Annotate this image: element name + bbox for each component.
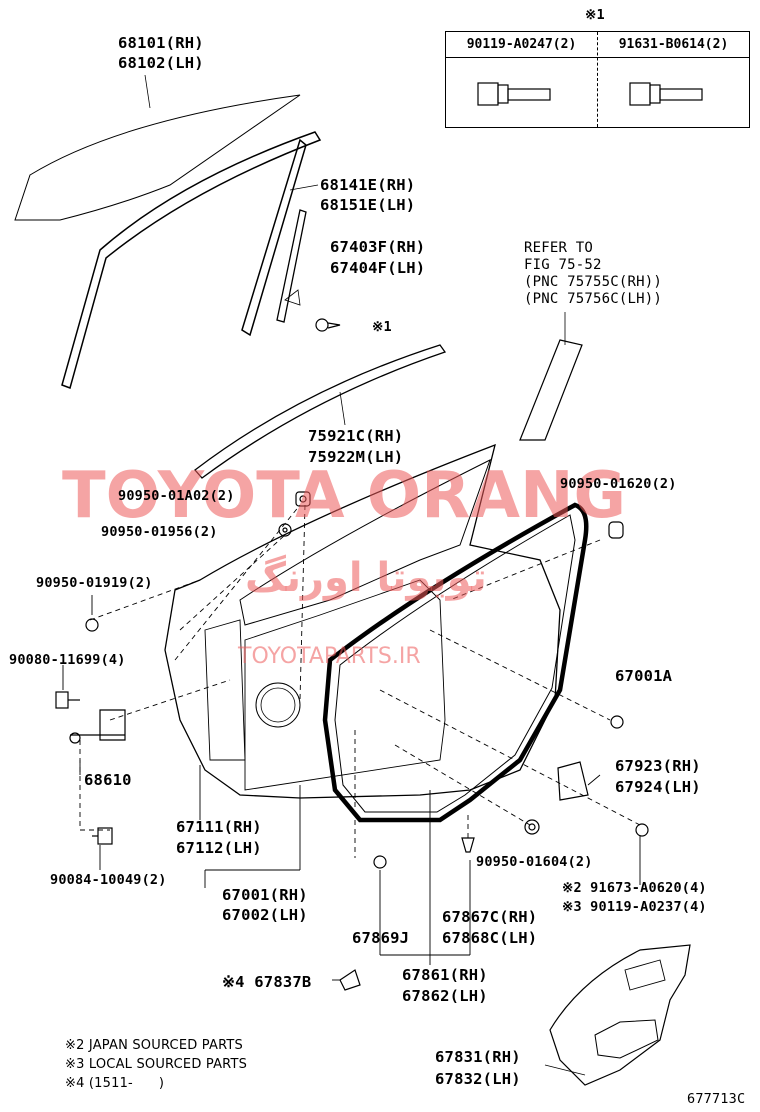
screw-icon	[315, 318, 341, 332]
service-hole-cover	[549, 944, 691, 1086]
clip-icon	[295, 491, 311, 507]
speaker-hole	[255, 682, 301, 728]
label-67002: 67002(LH)	[222, 906, 308, 924]
label-68610: 68610	[84, 771, 132, 789]
label-90084-10049: 90084-10049(2)	[50, 872, 167, 888]
door-panel	[164, 443, 561, 799]
label-67001a: 67001A	[615, 667, 673, 685]
label-75921: 75921C(RH)	[308, 427, 404, 445]
label-67404: 67404F(LH)	[330, 259, 426, 277]
table-note-mark: ※1	[585, 7, 605, 23]
label-67112: 67112(LH)	[176, 839, 262, 857]
bolt-icon	[629, 82, 703, 106]
note-date: ※4 (1511- )	[65, 1076, 165, 1091]
label-90950-01956: 90950-01956(2)	[101, 524, 218, 540]
clip-icon	[278, 523, 292, 537]
label-67924: 67924(LH)	[615, 778, 701, 796]
label-67403: 67403F(RH)	[330, 238, 426, 256]
note-local: ※3 LOCAL SOURCED PARTS	[65, 1057, 248, 1072]
label-75922: 75922M(LH)	[308, 448, 404, 466]
bolt-icon	[635, 823, 649, 837]
watermark-arabic: تویوتا اورنگ	[245, 555, 487, 601]
refer-line2: FIG 75-52	[524, 257, 602, 273]
plug-icon	[339, 969, 361, 991]
label-68102: 68102(LH)	[118, 54, 204, 72]
table-col1: 90119-A0247(2)	[466, 37, 577, 52]
clip-icon	[85, 618, 99, 632]
clip-icon	[461, 837, 475, 853]
door-weatherstrip	[322, 502, 589, 823]
label-91673: ※2 91673-A0620(4)	[562, 880, 707, 896]
label-90950-01a02: 90950-01A02(2)	[118, 488, 235, 504]
label-68101: 68101(RH)	[118, 34, 204, 52]
clip-icon	[373, 855, 387, 869]
label-67832: 67832(LH)	[435, 1070, 521, 1088]
label-67837: ※4 67837B	[222, 973, 312, 991]
refer-line1: REFER TO	[524, 240, 594, 256]
label-90080-11699: 90080-11699(4)	[9, 652, 126, 668]
label-90950-01604: 90950-01604(2)	[476, 854, 593, 870]
label-67862: 67862(LH)	[402, 987, 488, 1005]
label-67861: 67861(RH)	[402, 966, 488, 984]
label-90119: ※3 90119-A0237(4)	[562, 899, 707, 915]
label-67831: 67831(RH)	[435, 1048, 521, 1066]
watermark-main: TOYOTA ORANG	[62, 459, 627, 533]
door-glass	[14, 94, 301, 221]
clip-icon	[608, 521, 624, 539]
bolt-icon	[477, 82, 551, 106]
pillar-garnish	[519, 339, 583, 441]
fastener-table: 90119-A0247(2) 91631-B0614(2)	[445, 31, 750, 128]
label-90950-01919: 90950-01919(2)	[36, 575, 153, 591]
label-67869: 67869J	[352, 929, 410, 947]
refer-line3: (PNC 75755C(RH))	[524, 274, 663, 290]
label-67868: 67868C(LH)	[442, 929, 538, 947]
bolt-icon	[92, 827, 113, 845]
label-67111: 67111(RH)	[176, 818, 262, 836]
rear-lower-channel	[276, 209, 307, 323]
belt-moulding	[194, 344, 447, 479]
label-mark1: ※1	[372, 319, 392, 335]
bracket-icon	[557, 761, 589, 801]
hinge-icon	[69, 709, 126, 744]
clip-icon	[524, 819, 540, 835]
label-67001: 67001(RH)	[222, 886, 308, 904]
refer-line4: (PNC 75756C(LH))	[524, 291, 663, 307]
bolt-icon	[55, 691, 80, 709]
label-68141: 68141E(RH)	[320, 176, 416, 194]
glass-run-channel	[61, 131, 322, 389]
label-67867: 67867C(RH)	[442, 908, 538, 926]
label-68151: 68151E(LH)	[320, 196, 416, 214]
label-67923: 67923(RH)	[615, 757, 701, 775]
label-90950-01620: 90950-01620(2)	[560, 476, 677, 492]
table-col2: 91631-B0614(2)	[618, 37, 729, 52]
diagram-code: 677713C	[687, 1091, 746, 1107]
watermark-site: TOYOTAPARTS.IR	[238, 644, 421, 669]
clip-icon	[610, 715, 624, 729]
note-japan: ※2 JAPAN SOURCED PARTS	[65, 1038, 243, 1053]
